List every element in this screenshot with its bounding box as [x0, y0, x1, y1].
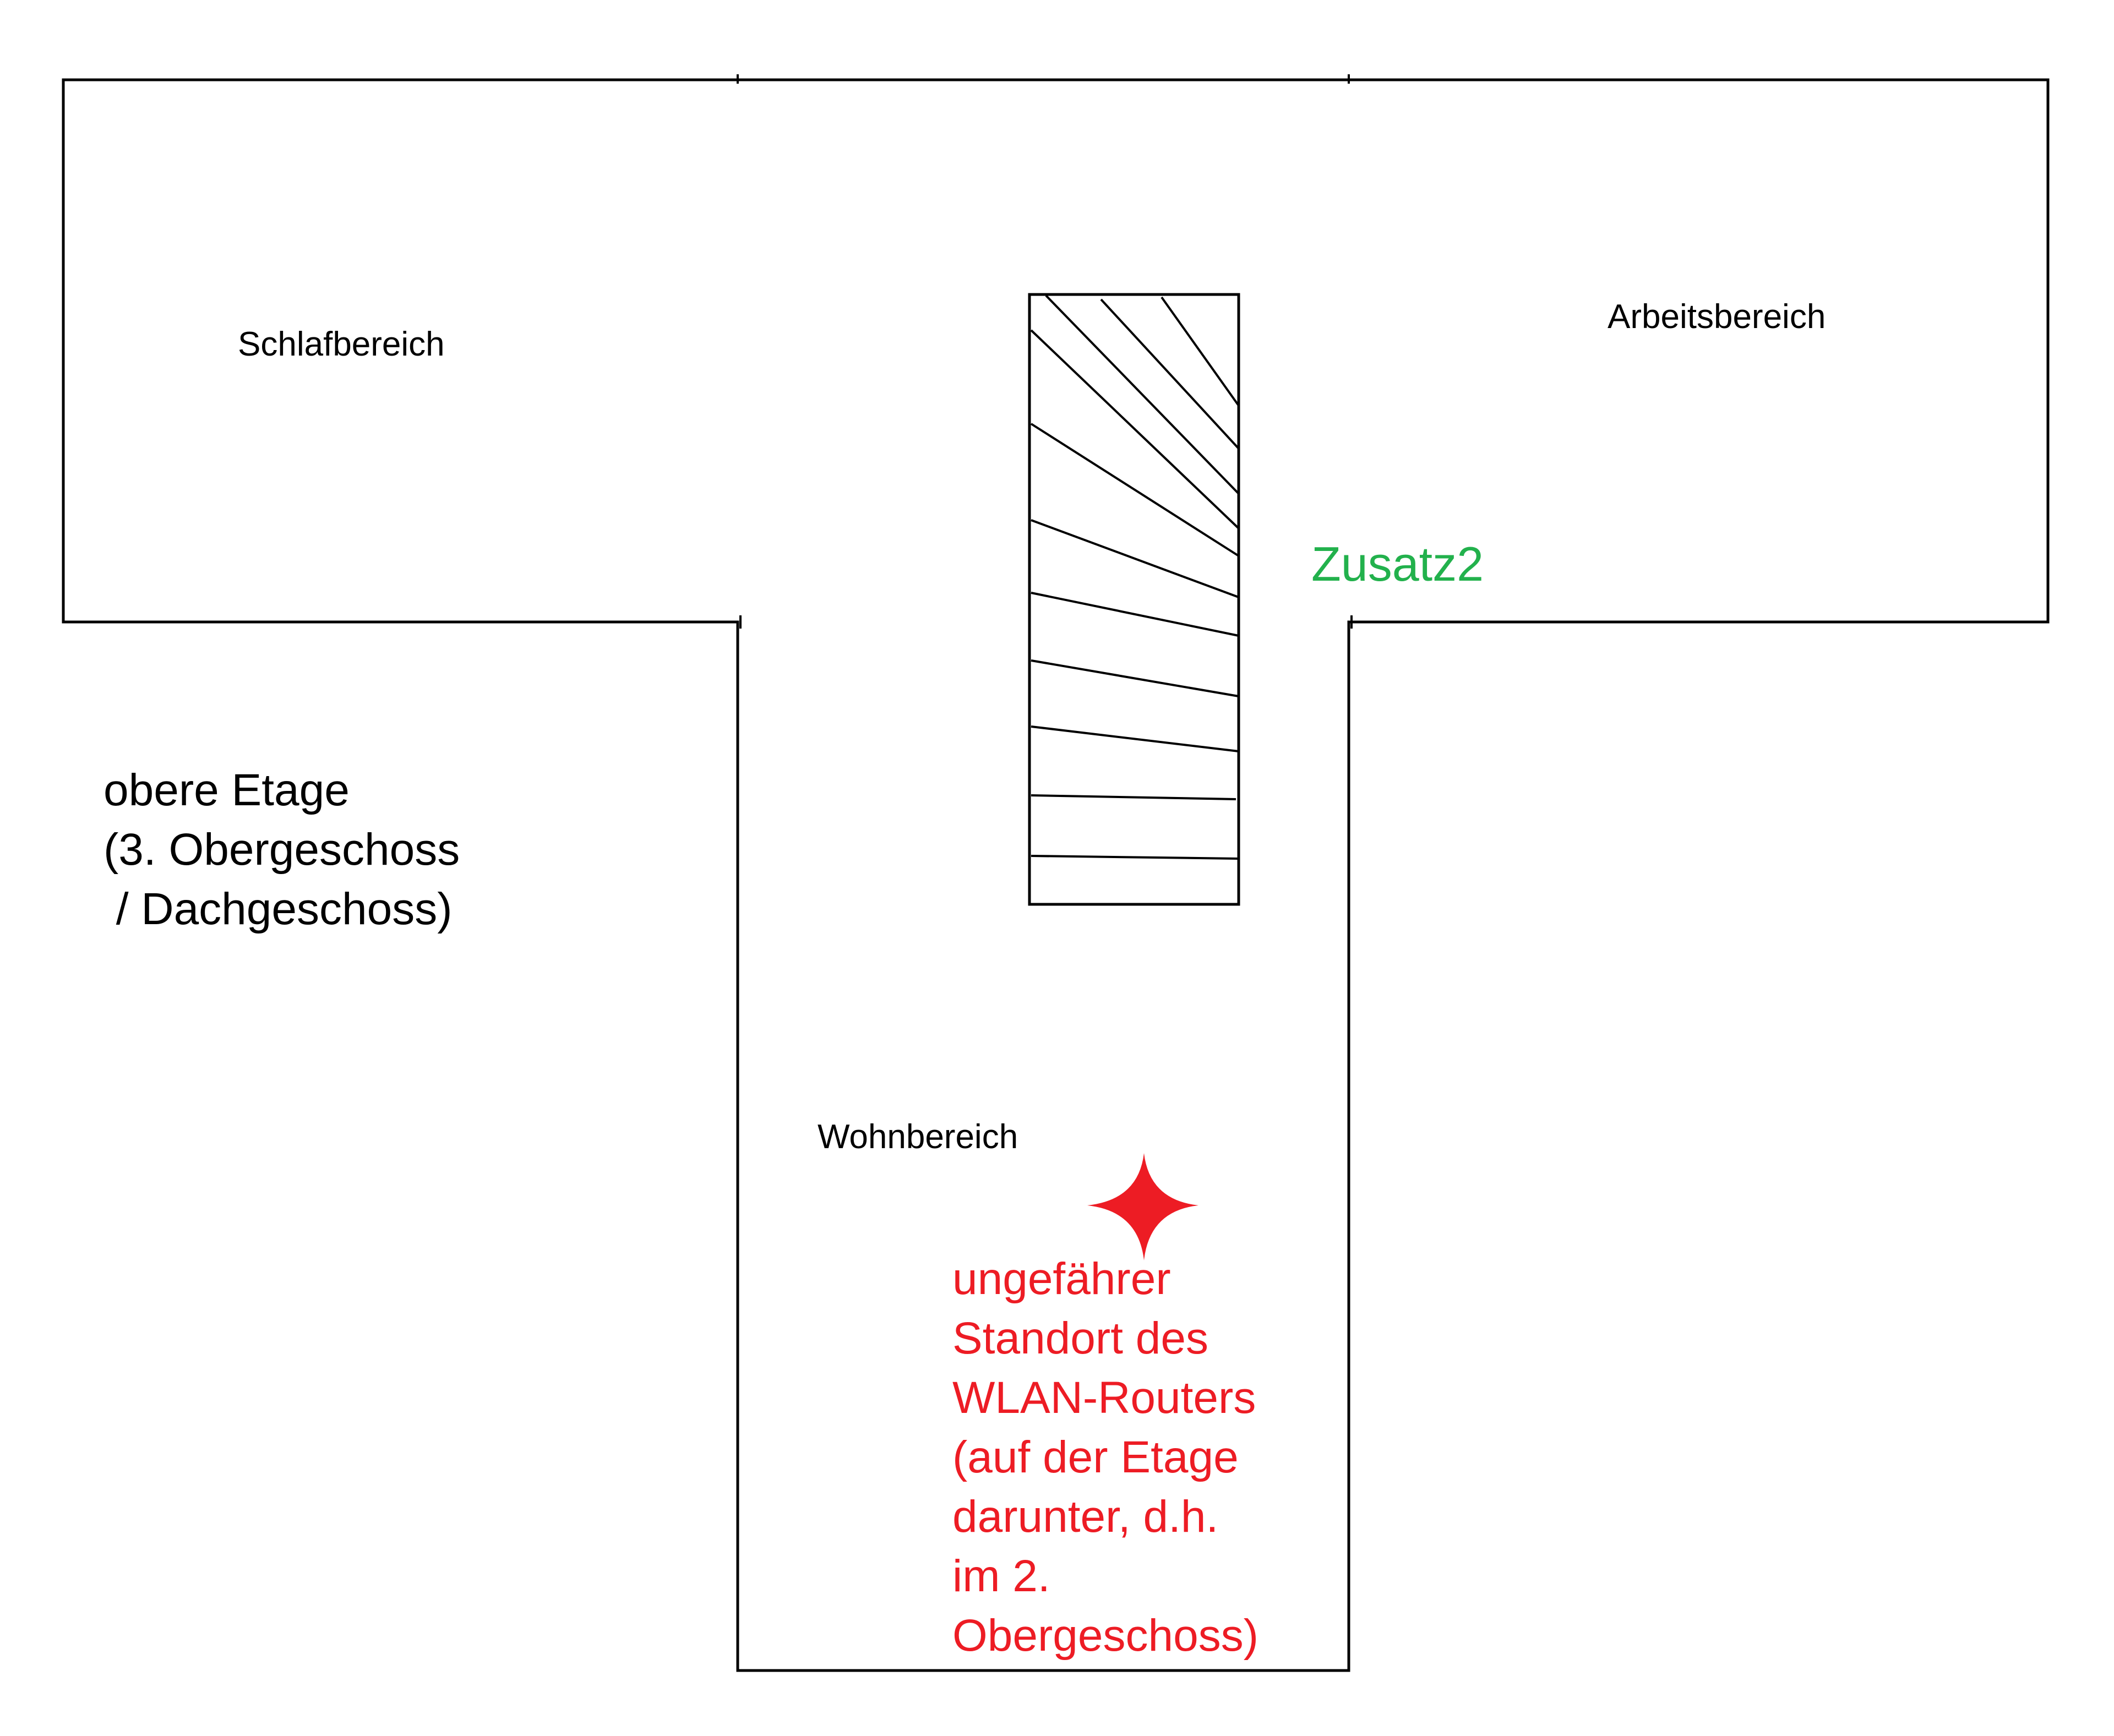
- stair-step: [1030, 423, 1240, 557]
- router-label-line: WLAN-Routers: [952, 1373, 1256, 1423]
- staircase-outline: [1028, 293, 1240, 906]
- router-label-line: darunter, d.h.: [952, 1492, 1219, 1542]
- stair-step: [1031, 794, 1236, 800]
- stair-step: [1031, 659, 1239, 697]
- stair-step: [1045, 294, 1240, 495]
- stair-step: [1031, 519, 1239, 598]
- stair-step: [1100, 298, 1240, 450]
- room-label-arbeitsbereich: Arbeitsbereich: [1608, 298, 1826, 336]
- router-label-line: (auf der Etage: [952, 1432, 1239, 1482]
- floor-outline: [62, 78, 2050, 1672]
- stair-step: [1030, 329, 1240, 529]
- room-label-schlafbereich: Schlafbereich: [238, 325, 445, 363]
- floor-level-line: / Dachgeschoss): [103, 884, 453, 934]
- router-label-line: im 2.: [952, 1551, 1050, 1601]
- floor-level-line: obere Etage: [103, 765, 350, 815]
- extra-label-zusatz2: Zusatz2: [1311, 537, 1484, 591]
- stair-step: [1031, 855, 1239, 860]
- four-point-star-icon: [1087, 1153, 1198, 1260]
- stair-step: [1160, 296, 1240, 407]
- router-label-line: ungefährer: [952, 1254, 1171, 1304]
- floor-level-label: obere Etage (3. Obergeschoss / Dachgesch…: [103, 761, 460, 939]
- stair-step: [1031, 725, 1239, 752]
- router-label-line: Standort des: [952, 1313, 1208, 1363]
- stair-step: [1031, 592, 1239, 637]
- floor-level-line: (3. Obergeschoss: [103, 825, 460, 875]
- staircase: [1028, 293, 1240, 906]
- router-label-line: Obergeschoss): [952, 1611, 1259, 1661]
- room-label-wohnbereich: Wohnbereich: [818, 1118, 1018, 1156]
- router-location-label: ungefährer Standort des WLAN-Routers (au…: [952, 1249, 1258, 1666]
